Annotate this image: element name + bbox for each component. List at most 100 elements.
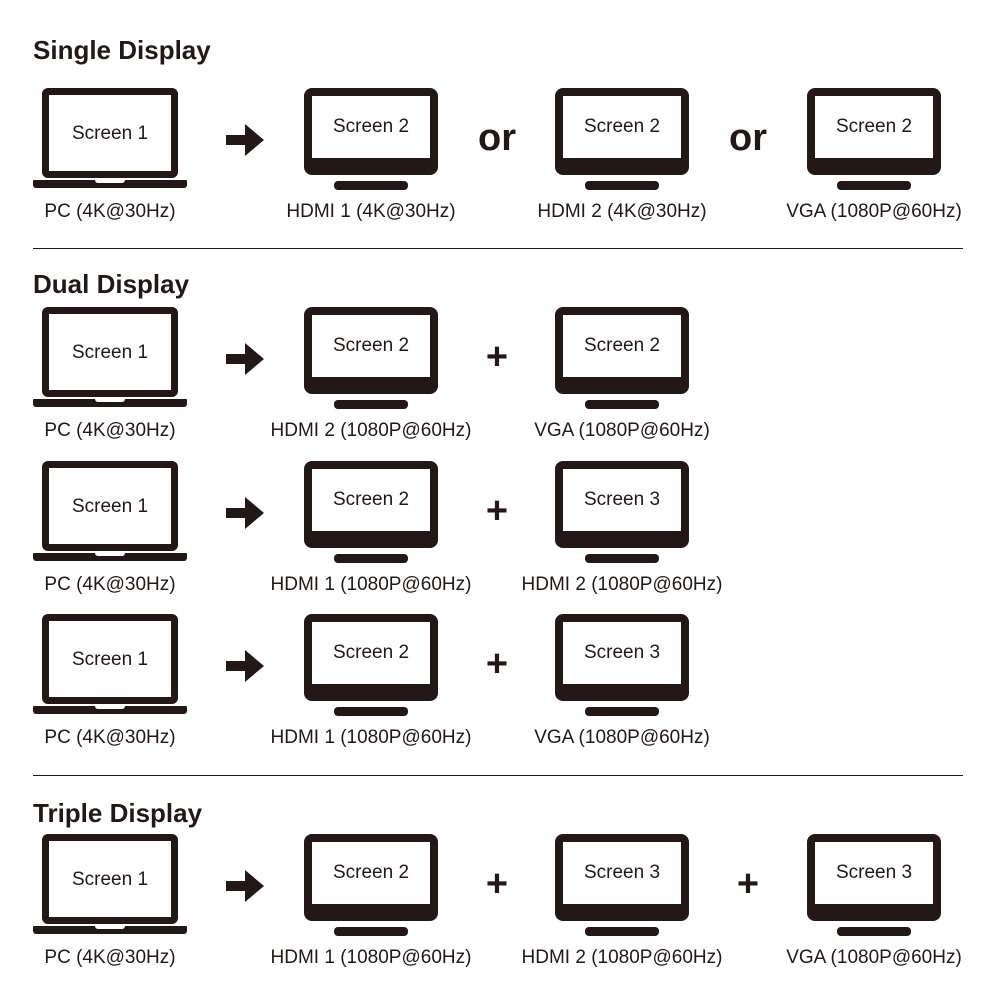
monitor-icon: Screen 2: [555, 88, 689, 192]
laptop-notch: [95, 706, 125, 709]
source-caption: PC (4K@30Hz): [44, 420, 176, 441]
dual-display-row-1: Screen 1 PC (4K@30Hz) Screen 2 HDMI 2 (1080…: [0, 307, 1000, 447]
monitor-screen: Screen 3: [555, 461, 689, 548]
monitor-icon: Screen 3: [555, 461, 689, 565]
right-arrow-icon: [226, 870, 264, 902]
section-heading-single-display: Single Display: [33, 35, 211, 65]
laptop-base: [33, 553, 187, 561]
display-caption: VGA (1080P@60Hz): [786, 947, 962, 968]
right-arrow-icon: [226, 650, 264, 682]
monitor-stand: [334, 554, 408, 563]
monitor-icon: Screen 2: [304, 834, 438, 938]
laptop-notch: [95, 553, 125, 556]
laptop-icon: Screen 1: [33, 88, 187, 188]
monitor-screen: Screen 2: [807, 88, 941, 175]
laptop-notch: [95, 926, 125, 929]
screen-label: Screen 2: [332, 116, 410, 137]
monitor-stand: [585, 927, 659, 936]
screen-label: Screen 1: [71, 341, 149, 363]
dual-display-row-2: Screen 1 PC (4K@30Hz) Screen 2 HDMI 1 (1080…: [0, 461, 1000, 601]
monitor-stand: [585, 554, 659, 563]
laptop-base: [33, 706, 187, 714]
screen-label: Screen 1: [71, 648, 149, 670]
monitor-screen: Screen 3: [555, 614, 689, 701]
screen-label: Screen 1: [71, 495, 149, 517]
source-caption: PC (4K@30Hz): [44, 947, 176, 968]
monitor-screen: Screen 3: [807, 834, 941, 921]
screen-label: Screen 2: [332, 862, 410, 883]
section-divider: [33, 248, 963, 249]
monitor-screen: Screen 2: [304, 88, 438, 175]
display-caption: VGA (1080P@60Hz): [534, 727, 710, 748]
section-heading-dual-display: Dual Display: [33, 269, 190, 299]
screen-label: Screen 3: [583, 642, 661, 663]
display-caption: HDMI 1 (1080P@60Hz): [270, 727, 472, 748]
screen-label: Screen 1: [71, 868, 149, 890]
monitor-screen: Screen 2: [304, 614, 438, 701]
laptop-base: [33, 926, 187, 934]
screen-label: Screen 3: [583, 489, 661, 510]
section-heading-triple-display: Triple Display: [33, 798, 203, 828]
monitor-stand: [585, 707, 659, 716]
monitor-stand: [334, 181, 408, 190]
section-divider: [33, 775, 963, 776]
monitor-stand: [585, 400, 659, 409]
display-caption: HDMI 2 (1080P@60Hz): [521, 947, 723, 968]
plus-connector: +: [736, 863, 760, 905]
laptop-notch: [95, 399, 125, 402]
monitor-icon: Screen 3: [555, 614, 689, 718]
laptop-base: [33, 180, 187, 188]
laptop-notch: [95, 180, 125, 183]
display-caption: HDMI 2 (1080P@60Hz): [270, 420, 472, 441]
screen-label: Screen 3: [583, 862, 661, 883]
laptop-icon: Screen 1: [33, 307, 187, 407]
monitor-screen: Screen 2: [555, 307, 689, 394]
triple-display-row: Screen 1 PC (4K@30Hz) Screen 2 HDMI 1 (1080…: [0, 834, 1000, 974]
or-connector: or: [478, 117, 516, 159]
monitor-stand: [585, 181, 659, 190]
monitor-screen: Screen 3: [555, 834, 689, 921]
laptop-icon: Screen 1: [33, 461, 187, 561]
display-caption: HDMI 1 (1080P@60Hz): [270, 947, 472, 968]
source-caption: PC (4K@30Hz): [44, 574, 176, 595]
right-arrow-icon: [226, 497, 264, 529]
monitor-stand: [334, 927, 408, 936]
laptop-screen: Screen 1: [42, 88, 178, 178]
monitor-stand: [334, 707, 408, 716]
monitor-stand: [837, 181, 911, 190]
monitor-icon: Screen 2: [807, 88, 941, 192]
screen-label: Screen 2: [583, 335, 661, 356]
source-caption: PC (4K@30Hz): [44, 201, 176, 222]
screen-label: Screen 2: [583, 116, 661, 137]
laptop-base: [33, 399, 187, 407]
laptop-icon: Screen 1: [33, 834, 187, 934]
screen-label: Screen 2: [332, 335, 410, 356]
plus-connector: +: [485, 863, 509, 905]
monitor-icon: Screen 2: [304, 88, 438, 192]
monitor-stand: [837, 927, 911, 936]
laptop-screen: Screen 1: [42, 461, 178, 551]
plus-connector: +: [485, 490, 509, 532]
screen-label: Screen 2: [332, 642, 410, 663]
laptop-screen: Screen 1: [42, 614, 178, 704]
display-caption: HDMI 1 (1080P@60Hz): [270, 574, 472, 595]
plus-connector: +: [485, 643, 509, 685]
screen-label: Screen 2: [332, 489, 410, 510]
monitor-icon: Screen 2: [555, 307, 689, 411]
monitor-screen: Screen 2: [304, 307, 438, 394]
monitor-icon: Screen 2: [304, 461, 438, 565]
plus-connector: +: [485, 336, 509, 378]
or-connector: or: [729, 117, 767, 159]
monitor-icon: Screen 2: [304, 614, 438, 718]
display-caption: HDMI 2 (4K@30Hz): [537, 201, 707, 222]
screen-label: Screen 1: [71, 122, 149, 144]
monitor-icon: Screen 3: [555, 834, 689, 938]
screen-label: Screen 3: [835, 862, 913, 883]
laptop-screen: Screen 1: [42, 834, 178, 924]
monitor-icon: Screen 2: [304, 307, 438, 411]
display-caption: VGA (1080P@60Hz): [534, 420, 710, 441]
display-caption: HDMI 2 (1080P@60Hz): [521, 574, 723, 595]
monitor-icon: Screen 3: [807, 834, 941, 938]
monitor-screen: Screen 2: [555, 88, 689, 175]
